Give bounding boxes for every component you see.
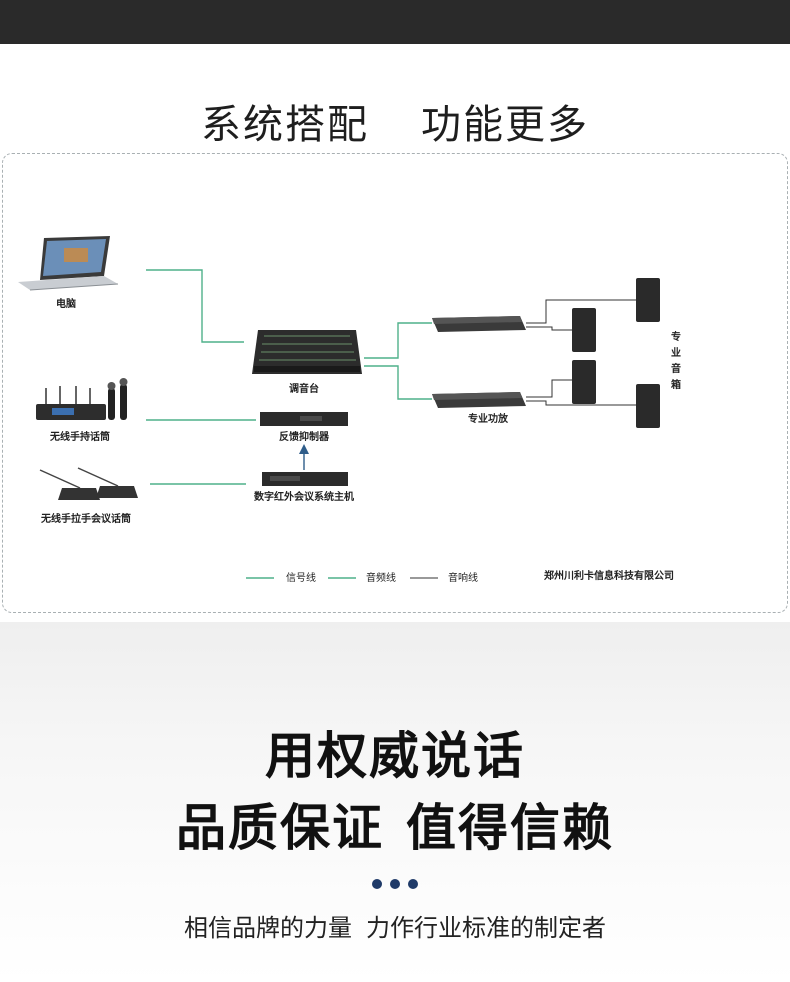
speakers-label: 专业音箱 xyxy=(671,330,681,391)
slogan-line-2-right: 值得信赖 xyxy=(406,799,614,857)
conference-host-label: 数字红外会议系统主机 xyxy=(254,490,354,503)
system-diagram-panel xyxy=(2,153,788,613)
slogan-line-1: 用权威说话 xyxy=(265,727,525,785)
amplifier-bottom-icon xyxy=(432,392,526,408)
legend-audio-line: 音频线 xyxy=(366,571,396,584)
mixer-icon xyxy=(252,330,362,374)
slogan-line-2-left: 品质保证 xyxy=(176,799,384,857)
conference-mic-icon xyxy=(39,467,138,500)
mixer-to-amp-bottom-line xyxy=(364,365,432,400)
dot-icon xyxy=(372,879,382,889)
dot-icon xyxy=(408,879,418,889)
top-bar xyxy=(0,0,790,44)
slogan-line-2: 品质保证值得信赖 xyxy=(0,788,790,860)
decorative-dots xyxy=(0,874,790,893)
speaker-lines xyxy=(526,299,636,406)
system-diagram: 电脑 无线手持话筒 无线手拉手会议话筒 调音台 xyxy=(18,236,681,584)
legend: 信号线 音频线 音响线 xyxy=(246,571,478,584)
tagline: 相信品牌的力量力作行业标准的制定者 xyxy=(0,908,790,943)
tagline-right: 力作行业标准的制定者 xyxy=(366,914,606,942)
conference-host-icon xyxy=(262,472,348,486)
dot-icon xyxy=(390,879,400,889)
legend-speaker-line: 音响线 xyxy=(448,571,478,584)
bottom-section xyxy=(0,622,790,982)
computer-label: 电脑 xyxy=(56,297,76,310)
feedback-suppressor-icon xyxy=(260,412,348,426)
handheld-mic-label: 无线手持话筒 xyxy=(49,430,110,443)
computer-to-mixer-line xyxy=(146,269,244,343)
tagline-left: 相信品牌的力量 xyxy=(184,914,352,942)
section-title: 系统搭配 功能更多 xyxy=(0,92,790,150)
conference-mic-label: 无线手拉手会议话筒 xyxy=(40,512,131,525)
speaker-icon xyxy=(572,278,660,428)
amplifier-label: 专业功放 xyxy=(468,412,509,425)
feedback-suppressor-label: 反馈抑制器 xyxy=(279,430,330,443)
amplifier-top-icon xyxy=(432,316,526,332)
legend-signal-line: 信号线 xyxy=(286,571,316,584)
signal-lines xyxy=(146,269,432,485)
arrow-up xyxy=(299,444,309,470)
laptop-icon xyxy=(18,236,119,291)
mixer-label: 调音台 xyxy=(289,382,319,395)
mixer-to-amp-top-line xyxy=(364,322,432,359)
company-name: 郑州川利卡信息科技有限公司 xyxy=(544,569,674,582)
title-right: 功能更多 xyxy=(421,102,589,148)
title-left: 系统搭配 xyxy=(201,102,369,148)
wireless-handheld-mic-icon xyxy=(36,378,128,420)
